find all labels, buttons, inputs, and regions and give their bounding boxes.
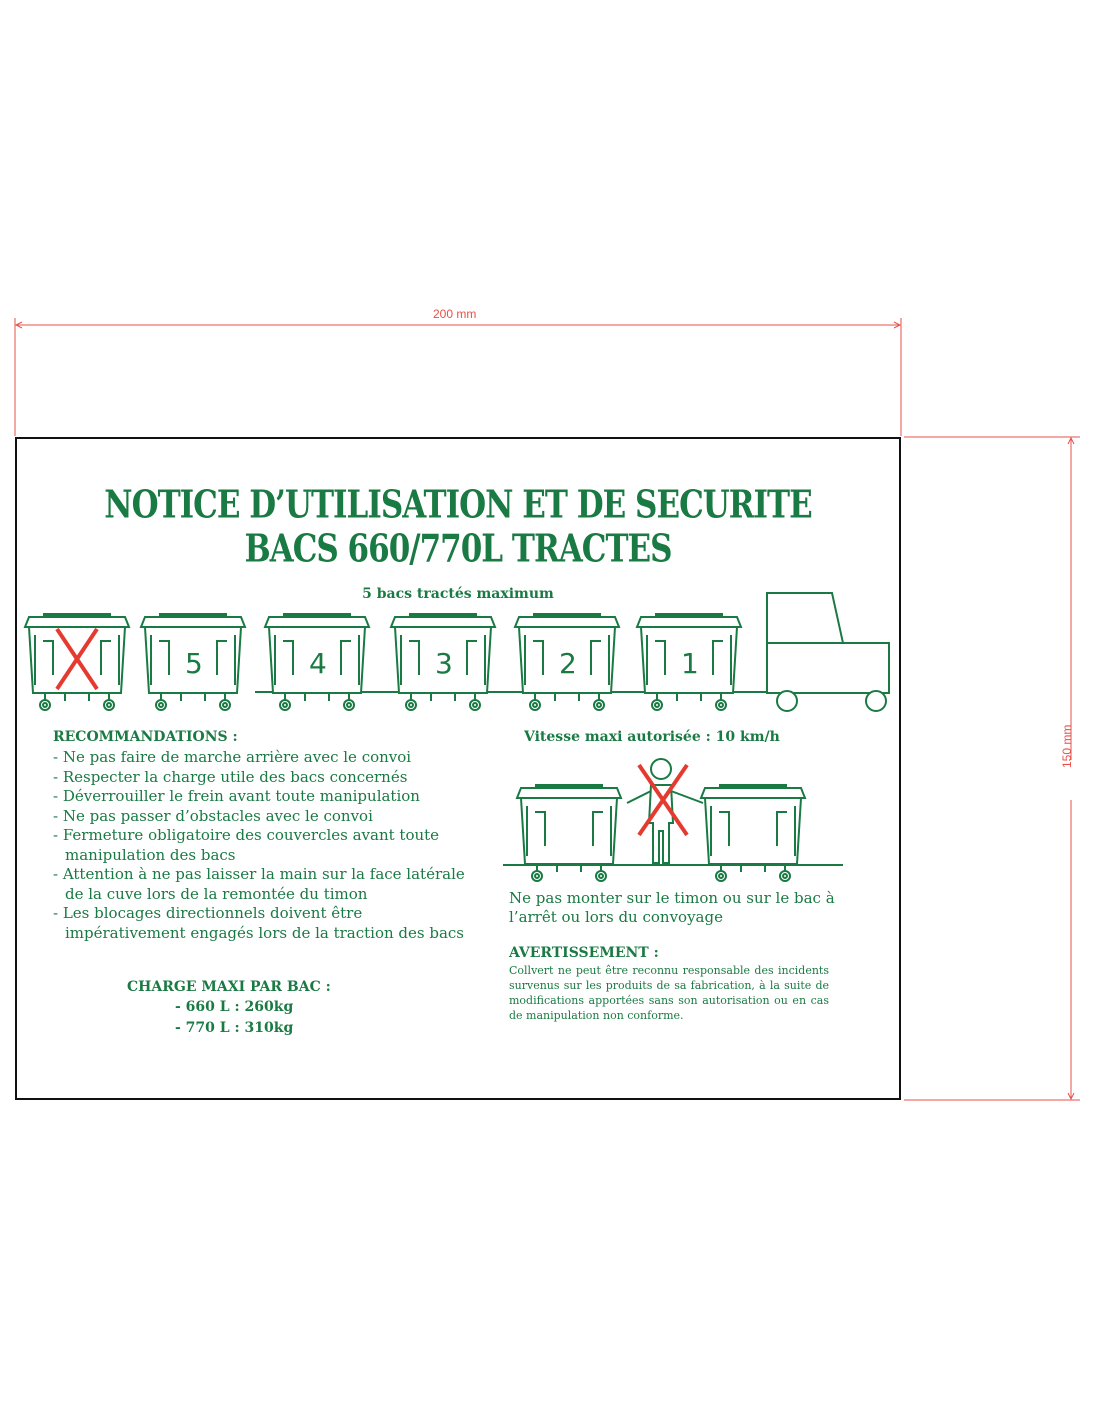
recommendations-heading: RECOMMANDATIONS : [53,729,238,745]
title-line-2: BACS 660/770L TRACTES [244,526,672,572]
charge-660: - 660 L : 260kg [175,999,294,1015]
convoy-illustration [24,592,890,882]
tractor-icon [766,592,890,712]
avertissement-heading: AVERTISSEMENT : [509,945,659,961]
list-item: - Fermeture obligatoire des couvercles a… [53,826,440,864]
max-speed-text: Vitesse maxi autorisée : 10 km/h [524,729,780,745]
list-item: - Déverrouiller le frein avant toute man… [53,787,420,805]
recommendations-list: - Ne pas faire de marche arrière avec le… [53,748,473,943]
bin-number-3: 3 [435,647,453,680]
bin-number-2: 2 [559,647,577,680]
list-item: - Les blocages directionnels doivent êtr… [53,904,465,942]
title-line-1: NOTICE D’UTILISATION ET DE SECURITE [104,482,813,528]
height-dimension-label: 150 mm [1060,724,1074,768]
list-item: - Respecter la charge utile des bacs con… [53,767,408,786]
avertissement-text: Collvert ne peut être reconnu responsabl… [509,964,829,1022]
charge-heading: CHARGE MAXI PAR BAC : [127,979,331,995]
bin-number-4: 4 [309,647,327,680]
timon-illustration [503,758,843,882]
convoy-caption: 5 bacs tractés maximum [362,586,554,602]
bin-number-5: 5 [185,647,203,680]
list-item: - Ne pas passer d’obstacles avec le conv… [53,806,373,825]
red-cross-icon [55,627,99,691]
red-cross-icon [637,763,689,837]
bin-number-1: 1 [681,647,699,680]
notice-sheet: NOTICE D’UTILISATION ET DE SECURITE BACS… [15,437,901,1100]
timon-warning-text: Ne pas monter sur le timon ou sur le bac… [509,889,835,926]
width-dimension-label: 200 mm [433,307,477,321]
charge-770: - 770 L : 310kg [175,1020,294,1036]
list-item: - Attention à ne pas laisser la main sur… [53,865,465,903]
person-icon [626,758,704,864]
list-item: - Ne pas faire de marche arrière avec le… [53,748,412,766]
